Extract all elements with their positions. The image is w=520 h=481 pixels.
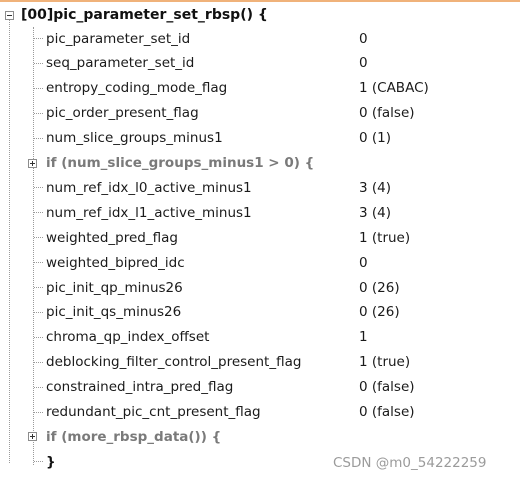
tree-connector [34,262,43,264]
field-name: seq_parameter_set_id [46,55,195,72]
expand-icon[interactable] [28,158,37,168]
field-name: num_ref_idx_l1_active_minus1 [46,204,252,221]
field-name: if (num_slice_groups_minus1 > 0) { [46,155,315,171]
field-value: 3 (4) [359,204,392,221]
tree-field-row[interactable]: redundant_pic_cnt_present_flag 0 (false) [0,400,520,425]
tree-field-row[interactable]: num_ref_idx_l1_active_minus1 3 (4) [0,200,520,225]
tree-field-row[interactable]: deblocking_filter_control_present_flag 1 … [0,350,520,375]
tree-field-row[interactable]: weighted_pred_flag 1 (true) [0,225,520,250]
field-name: pic_init_qs_minus26 [46,304,182,321]
field-value: 0 [359,30,368,47]
root-node-label: [00]pic_parameter_set_rbsp() { [21,7,268,23]
top-accent-bar [0,0,520,2]
tree-field-row[interactable]: num_slice_groups_minus1 0 (1) [0,126,520,151]
field-name: constrained_intra_pred_flag [46,379,234,396]
tree-connector [34,287,43,288]
tree-field-row[interactable]: entropy_coding_mode_flag 1 (CABAC) [0,76,520,101]
tree-connector [34,461,43,463]
field-value: 0 [359,254,368,271]
collapse-icon[interactable] [5,10,14,20]
tree-field-row[interactable]: weighted_bipred_idc 0 [0,250,520,275]
field-value: 0 (26) [359,304,400,321]
field-name: redundant_pic_cnt_present_flag [46,404,261,420]
tree-connector [34,137,43,139]
tree-connector [34,62,43,64]
field-name: deblocking_filter_control_present_flag [46,354,302,371]
tree-connector [34,411,43,413]
tree-field-row[interactable]: constrained_intra_pred_flag 0 (false) [0,375,520,400]
tree-connector [34,38,43,39]
field-value: 0 [359,55,368,72]
field-value: 0 (false) [359,105,415,122]
tree-connector [34,311,43,313]
field-name: } [46,453,56,470]
field-name: weighted_pred_flag [46,229,178,246]
field-name: pic_order_present_flag [46,105,199,122]
watermark: CSDN @m0_54222259 [333,455,487,471]
tree-connector [34,237,43,239]
tree-connector [34,386,43,388]
tree-connector [34,187,43,189]
tree-field-row[interactable]: pic_parameter_set_id 0 [0,26,520,51]
tree-connector [34,87,43,89]
tree-connector [34,361,43,363]
field-name: if (more_rbsp_data()) { [46,428,222,445]
field-name: weighted_bipred_idc [46,254,185,271]
field-name: entropy_coding_mode_flag [46,80,228,97]
tree-guide-children [33,27,34,465]
field-value: 1 (CABAC) [359,80,429,97]
tree-field-row[interactable]: chroma_qp_index_offset 1 [0,325,520,350]
field-value: 1 [359,329,368,346]
tree-root-node[interactable]: [00]pic_parameter_set_rbsp() { [0,4,268,26]
tree-field-row[interactable]: pic_init_qs_minus26 0 (26) [0,300,520,325]
field-value: 1 (true) [359,229,411,246]
tree-guide-root [9,20,10,463]
expand-icon[interactable] [28,432,37,442]
tree-closing-brace[interactable]: } [0,449,520,474]
field-value: 0 (1) [359,130,392,147]
field-value: 0 (26) [359,279,400,296]
field-value: 1 (true) [359,354,411,371]
tree-field-row[interactable]: pic_init_qp_minus26 0 (26) [0,275,520,300]
field-name: pic_parameter_set_id [46,30,191,47]
tree-connector [34,212,43,214]
tree-branch-node[interactable]: if (num_slice_groups_minus1 > 0) { [0,151,520,176]
tree-field-row[interactable]: num_ref_idx_l0_active_minus1 3 (4) [0,175,520,200]
field-name: num_slice_groups_minus1 [46,130,223,147]
field-name: pic_init_qp_minus26 [46,279,183,296]
field-name: chroma_qp_index_offset [46,329,210,346]
field-value: 0 (false) [359,404,415,420]
tree-field-row[interactable]: pic_order_present_flag 0 (false) [0,101,520,126]
tree-connector [34,336,43,338]
tree-field-row[interactable]: seq_parameter_set_id 0 [0,51,520,76]
tree-connector [34,112,43,114]
field-value: 0 (false) [359,379,415,396]
field-value: 3 (4) [359,179,392,196]
tree-branch-node[interactable]: if (more_rbsp_data()) { [0,424,520,449]
field-name: num_ref_idx_l0_active_minus1 [46,179,252,196]
